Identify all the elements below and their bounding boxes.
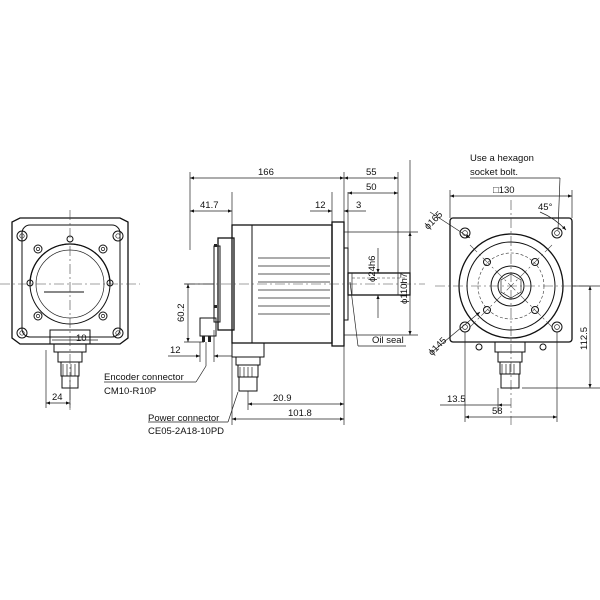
note-hex-line2: socket bolt. <box>470 167 518 178</box>
dim-power-offset: 20.9 <box>273 393 292 404</box>
rear-view: 10 24 <box>0 210 140 410</box>
dim-shaft-extension: 55 <box>366 167 377 178</box>
dim-right-height: 112.5 <box>579 327 590 350</box>
dim-pcd-inner: ϕ145 <box>426 335 449 358</box>
dim-spigot-depth: 3 <box>356 200 361 211</box>
front-view: Use a hexagon socket bolt. □130 45° ϕ165… <box>422 153 600 425</box>
label-power-model: CE05-2A18-10PD <box>148 426 224 437</box>
dim-shaft-diameter: ϕ24h6 <box>367 256 378 282</box>
dim-flange-to-key: 50 <box>366 182 377 193</box>
rear-corner-bolts <box>16 230 124 339</box>
note-hex-line1: Use a hexagon <box>470 153 534 164</box>
label-encoder-model: CM10-R10P <box>104 386 156 397</box>
dim-spigot-diameter: ϕ110h7 <box>399 273 410 304</box>
front-connector <box>497 351 523 389</box>
dim-encoder-height: 60.2 <box>176 304 187 323</box>
side-encoder-connector <box>199 317 217 342</box>
dim-flange-square: □130 <box>493 185 515 196</box>
side-view: 166 55 50 41.7 12 3 ϕ24h6 ϕ110h7 60.2 <box>104 160 425 437</box>
dim-power-position: 101.8 <box>288 408 312 419</box>
dim-overall-length: 166 <box>258 167 274 178</box>
dim-right-width: 58 <box>492 406 503 417</box>
label-encoder-connector: Encoder connector <box>104 372 184 383</box>
side-power-connector <box>231 342 265 392</box>
dim-pcd-outer: ϕ165 <box>422 209 445 232</box>
dim-left-offset: 10 <box>76 333 87 344</box>
dim-left-width: 24 <box>52 392 63 403</box>
dim-rear-length: 41.7 <box>200 200 219 211</box>
dim-angle: 45° <box>538 202 553 213</box>
dim-encoder-offset: 12 <box>170 345 181 356</box>
dim-right-offset: 13.5 <box>447 394 466 405</box>
dim-flange-thickness: 12 <box>315 200 326 211</box>
label-oil-seal: Oil seal <box>372 335 404 346</box>
label-power-connector: Power connector <box>148 413 219 424</box>
